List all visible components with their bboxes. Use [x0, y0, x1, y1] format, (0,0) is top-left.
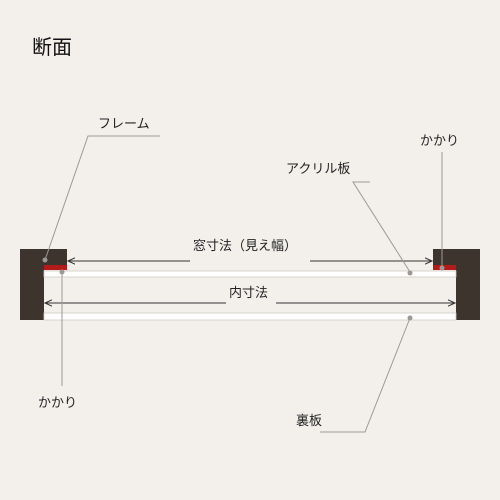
frame-leader-line — [44, 135, 160, 261]
kakari-right-label: かかり — [420, 134, 460, 149]
frame-left — [20, 249, 67, 320]
kakari-left-leader-dot — [59, 269, 65, 275]
kakari-left-strip — [44, 265, 67, 270]
acrylic-leader-line — [352, 181, 411, 273]
diagram-title: 断面 — [32, 35, 72, 59]
frame-right — [433, 249, 480, 320]
frame-leader-dot — [42, 257, 48, 263]
kakari-right-leader-dot — [439, 265, 445, 271]
back-board-leader-line — [320, 317, 411, 433]
window-size-label: 窓寸法（見え幅） — [193, 239, 298, 254]
back-board-panel — [43, 312, 457, 321]
back-board-leader-dot — [407, 315, 413, 321]
kakari-left-label: かかり — [38, 396, 78, 411]
frame-label: フレーム — [98, 117, 150, 132]
inner-size-label: 内寸法 — [229, 286, 269, 301]
acrylic-label: アクリル板 — [286, 162, 351, 177]
back-board-label: 裏板 — [296, 414, 323, 429]
kakari-right-strip — [433, 265, 456, 270]
acrylic-leader-dot — [407, 270, 413, 276]
acrylic-panel — [43, 270, 457, 278]
